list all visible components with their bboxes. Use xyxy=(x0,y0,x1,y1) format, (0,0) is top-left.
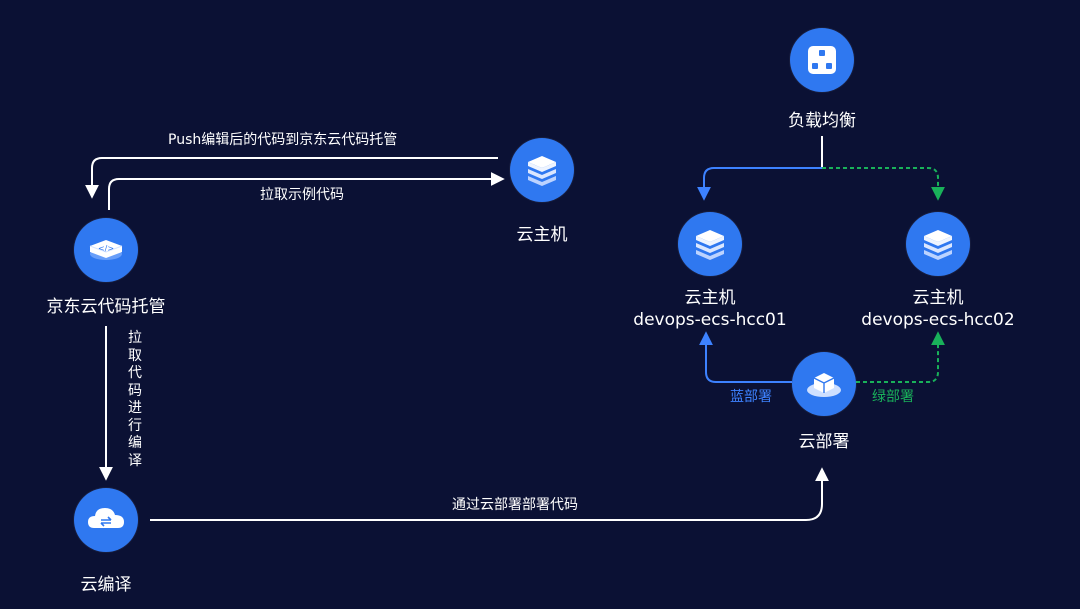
load-balancer-label: 负载均衡 xyxy=(788,111,856,131)
edge-push xyxy=(85,157,498,199)
cloud-deploy-node xyxy=(792,352,856,416)
edge-deploy-green xyxy=(856,331,945,383)
code-hosting-label: 京东云代码托管 xyxy=(46,297,166,317)
host-02-sub-label: devops-ecs-hcc02 xyxy=(861,310,1015,330)
host-01-node xyxy=(678,212,742,276)
host-02-label: 云主机 xyxy=(912,288,964,308)
edge-pull xyxy=(108,172,505,210)
box-icon xyxy=(807,373,841,397)
edge-compile-label: 拉取代码进行编译 xyxy=(128,330,142,469)
cloud-icon xyxy=(88,508,124,528)
host-01-label: 云主机 xyxy=(684,288,736,308)
blue-deploy-label: 蓝部署 xyxy=(730,389,772,405)
cloud-deploy-label: 云部署 xyxy=(798,432,850,452)
server-stack-icon xyxy=(696,230,724,260)
edge-pull-label: 拉取示例代码 xyxy=(260,187,344,203)
cloud-host-top-node xyxy=(510,138,574,202)
server-stack-icon xyxy=(924,230,952,260)
edge-push-label: Push编辑后的代码到京东云代码托管 xyxy=(168,132,398,148)
cloud-host-top-label: 云主机 xyxy=(516,225,568,245)
load-balancer-icon xyxy=(808,46,836,74)
host-02-node xyxy=(906,212,970,276)
host-01-sub-label: devops-ecs-hcc01 xyxy=(633,310,787,330)
svg-text:</>: </> xyxy=(98,244,114,253)
edge-deploy-label: 通过云部署部署代码 xyxy=(452,497,578,513)
cloud-compile-label: 云编译 xyxy=(80,575,132,595)
cloud-compile-node xyxy=(74,488,138,552)
green-deploy-label: 绿部署 xyxy=(872,389,914,405)
edge-deploy-blue xyxy=(699,331,792,383)
edge-lb-blue xyxy=(697,167,822,201)
server-stack-icon xyxy=(528,156,556,186)
code-hosting-node: </> xyxy=(74,218,138,282)
edge-deploy xyxy=(150,467,829,521)
load-balancer-node xyxy=(790,28,854,92)
code-icon: </> xyxy=(89,240,123,260)
edge-lb-green xyxy=(822,167,945,201)
